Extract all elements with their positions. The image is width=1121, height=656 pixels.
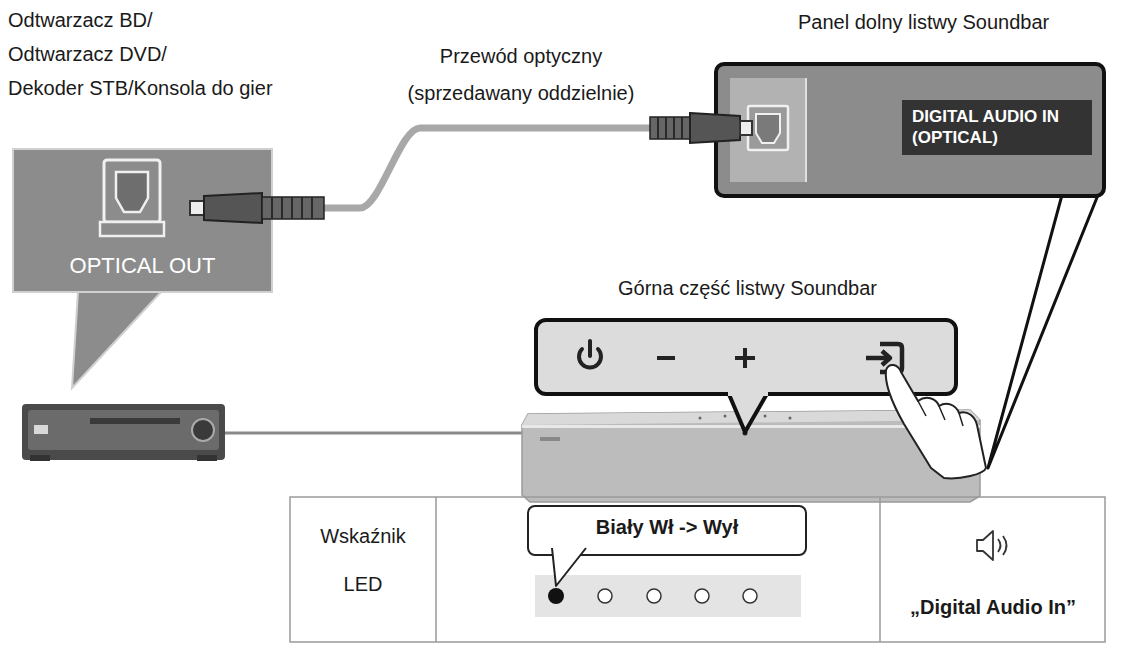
source-device (22, 404, 225, 461)
shelf-line (222, 432, 522, 435)
pointing-hand (886, 365, 986, 478)
optical-plug (650, 113, 752, 143)
callout-tail (728, 392, 768, 432)
device-label: Odtwarzacz DVD/ (8, 42, 338, 67)
callout-tail (552, 545, 586, 586)
panel-label: Panel dolny listwy Soundbar (798, 10, 1116, 35)
led-table (290, 497, 1105, 642)
callout-tail (72, 291, 162, 388)
device-label: Dekoder STB/Konsola do gier (8, 76, 338, 101)
minus-icon (657, 356, 675, 360)
speaker-icon (977, 531, 1007, 560)
table-cell: „Digital Audio In” (884, 595, 1102, 620)
hand-detail (918, 401, 963, 426)
table-cell: Wskaźnik LED (300, 512, 426, 608)
optical-cable (273, 128, 714, 208)
node-text: Biały Wł -> Wył (529, 507, 805, 548)
optical-port (100, 160, 164, 236)
power-icon (579, 341, 601, 368)
optical-port (730, 78, 806, 182)
device-label: Odtwarzacz BD/ (8, 8, 338, 33)
plus-icon (735, 348, 755, 368)
node-text: DIGITAL AUDIO IN (OPTICAL) (902, 100, 1092, 155)
node-text: OPTICAL OUT (14, 252, 271, 280)
optical-plug (190, 193, 324, 223)
panel-label: Górna część listwy Soundbar (575, 276, 920, 301)
cable-label: Przewód optyczny (sprzedawany oddzielnie… (392, 38, 650, 112)
callout-tail (988, 195, 1098, 468)
